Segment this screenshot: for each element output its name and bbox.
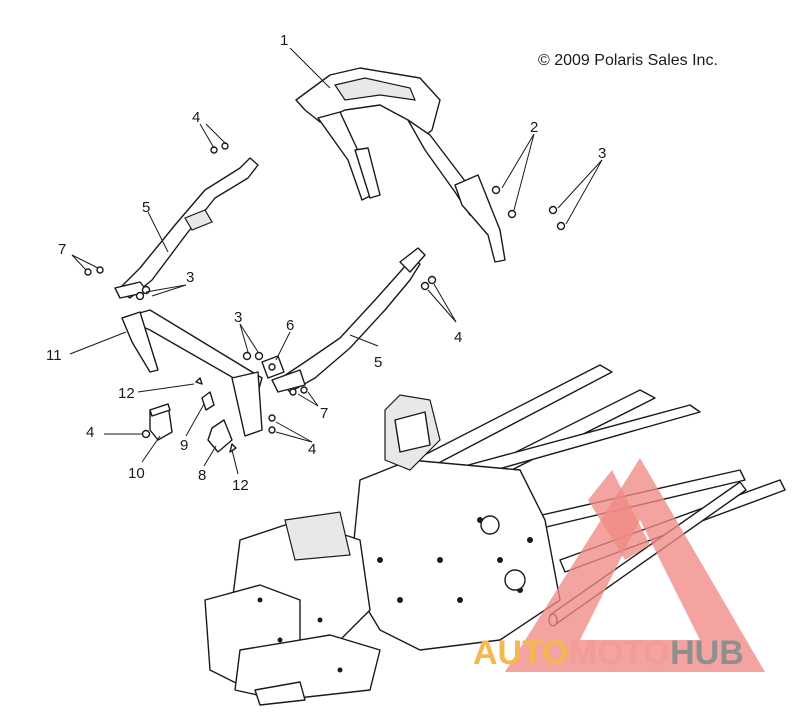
callout-11: 11 [46,347,62,364]
callout-8: 8 [198,467,206,484]
callout-4: 4 [192,109,200,126]
watermark-moto: MOTO [568,634,671,672]
callout-1: 1 [280,32,288,49]
watermark-logo [505,458,765,672]
part-1-steering-hoop [295,67,506,263]
callout-4: 4 [454,329,462,346]
watermark-triangle [505,458,765,672]
callout-5: 5 [374,354,382,371]
callout-2: 2 [530,119,538,136]
callout-6: 6 [286,317,294,334]
callout-9: 9 [180,437,188,454]
watermark-auto: AUTO [473,634,569,672]
part-5-right-strut [271,247,426,393]
copyright-notice: © 2009 Polaris Sales Inc. [538,52,718,69]
part-8-plate [207,419,233,453]
callout-3: 3 [598,145,606,162]
callout-7: 7 [320,405,328,422]
part-5-left-strut [114,157,259,299]
part-10-bracket [149,403,173,441]
callout-12: 12 [232,477,249,494]
chassis-frame [204,364,786,706]
callout-labels: 1 2 3 3 3 4 4 4 4 4 5 5 6 7 7 8 9 10 11 … [46,32,606,494]
callout-4: 4 [308,441,316,458]
leader-lines [69,47,603,475]
callout-3: 3 [186,269,194,286]
part-6-bracket [261,355,285,379]
callout-5: 5 [142,199,150,216]
watermark-wordmark: AUTOMOTOHUB [473,634,744,673]
part-11-crossbar [121,309,263,437]
callout-10: 10 [128,465,145,482]
watermark-hub: HUB [670,634,744,672]
part-9-clip [201,391,215,411]
callout-7: 7 [58,241,66,258]
callout-12: 12 [118,385,135,402]
callout-3: 3 [234,309,242,326]
fasteners [84,142,566,453]
callout-4: 4 [86,424,94,441]
